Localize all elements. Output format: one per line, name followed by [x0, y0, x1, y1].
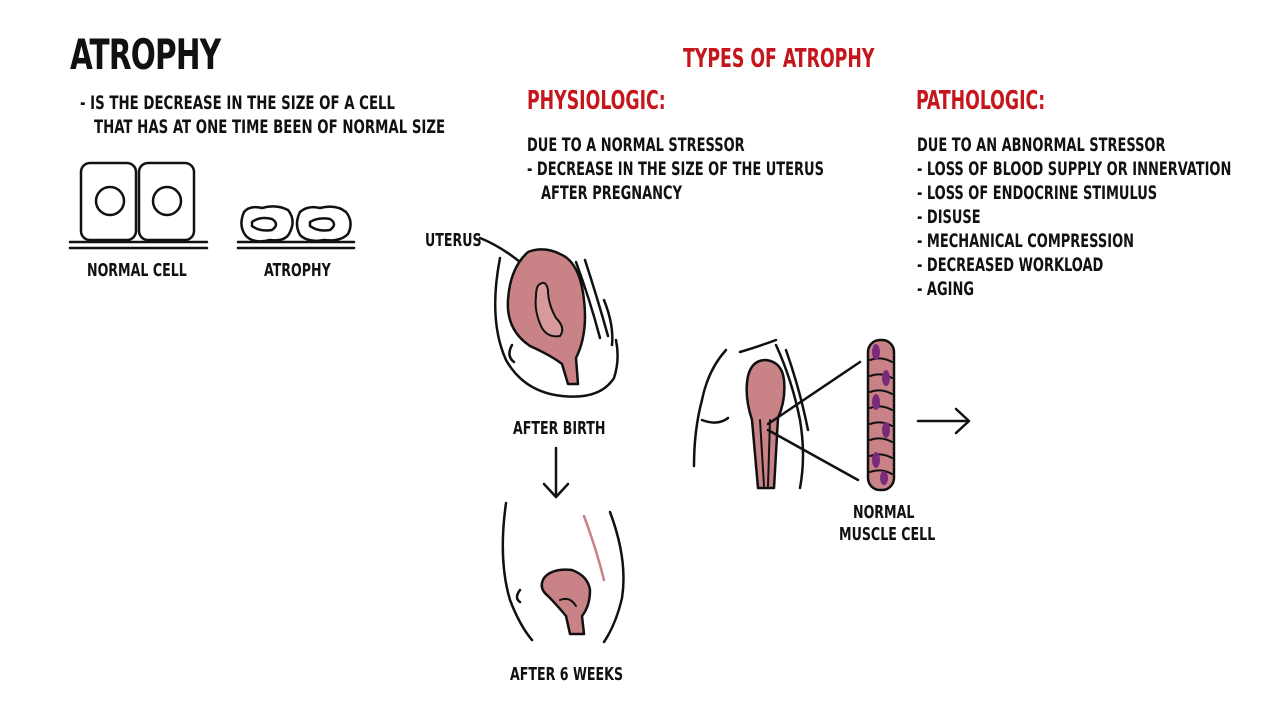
zoom-lines — [766, 360, 862, 482]
pathologic-item: - LOSS OF ENDOCRINE STIMULUS — [917, 182, 1158, 204]
physiologic-example-1: - DECREASE IN THE SIZE OF THE UTERUS — [527, 158, 824, 180]
definition-line-2: THAT HAS AT ONE TIME BEEN OF NORMAL SIZE — [94, 116, 446, 138]
pathologic-item: - DISUSE — [917, 206, 981, 228]
muscle-label-line-2: MUSCLE CELL — [839, 524, 936, 545]
pathologic-item: - LOSS OF BLOOD SUPPLY OR INNERVATION — [917, 158, 1232, 180]
page-title: ATROPHY — [70, 30, 221, 79]
uterus-after-6-weeks-illustration — [501, 501, 625, 644]
uterus-label: UTERUS — [425, 230, 482, 251]
normal-cell-label: NORMAL CELL — [87, 260, 187, 281]
definition-line-1: - IS THE DECREASE IN THE SIZE OF A CELL — [80, 92, 396, 114]
muscle-label-line-1: NORMAL — [853, 502, 915, 523]
after-6-weeks-label: AFTER 6 WEEKS — [510, 664, 624, 685]
thigh-muscle-illustration — [692, 338, 810, 490]
uterus-after-birth-illustration — [478, 236, 619, 398]
pathologic-item: - MECHANICAL COMPRESSION — [917, 230, 1134, 252]
pathologic-item: - AGING — [917, 278, 974, 300]
down-arrow — [542, 446, 570, 499]
atrophy-cell-label: ATROPHY — [264, 260, 331, 281]
types-heading: TYPES OF ATROPHY — [683, 44, 875, 74]
normal-cell-illustration — [68, 161, 209, 250]
physiologic-cause: DUE TO A NORMAL STRESSOR — [527, 134, 745, 156]
physiologic-example-2: AFTER PREGNANCY — [541, 182, 683, 204]
pathologic-item: - DECREASED WORKLOAD — [917, 254, 1104, 276]
atrophy-cell-illustration — [236, 205, 356, 250]
pathologic-cause: DUE TO AN ABNORMAL STRESSOR — [917, 134, 1166, 156]
pathologic-heading: PATHOLOGIC: — [916, 86, 1046, 116]
after-birth-label: AFTER BIRTH — [513, 418, 606, 439]
physiologic-heading: PHYSIOLOGIC: — [527, 86, 666, 116]
muscle-cell-illustration — [866, 338, 896, 492]
right-arrow — [916, 407, 971, 435]
